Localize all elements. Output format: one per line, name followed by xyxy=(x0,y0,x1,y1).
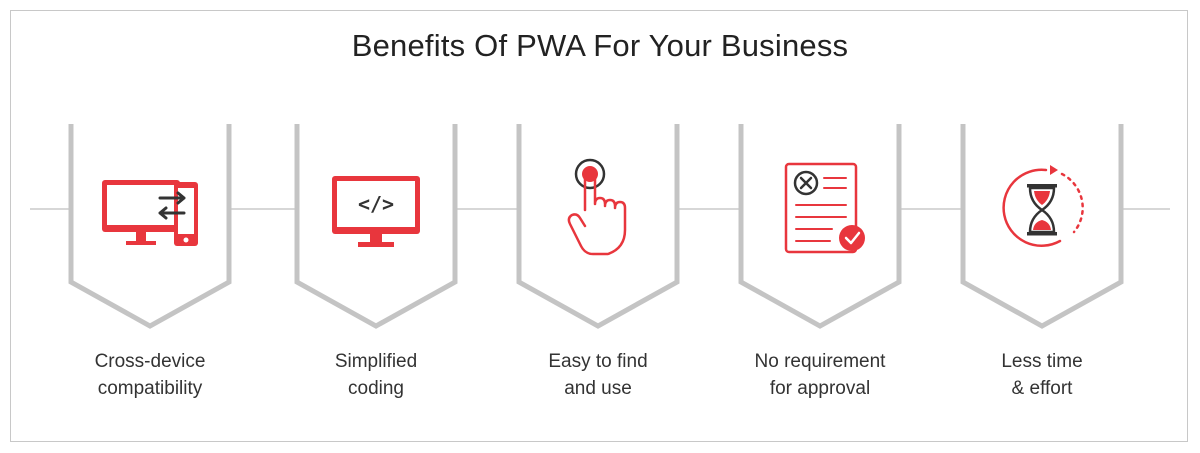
benefit-label-line: Easy to find xyxy=(548,351,648,372)
benefit-label-line: No requirement xyxy=(754,351,886,372)
benefit-badge-easy-to-find xyxy=(516,124,680,330)
benefit-label-line: Simplified xyxy=(334,351,418,372)
approval-document-icon xyxy=(784,162,865,254)
benefit-label-line: compatibility xyxy=(97,378,203,399)
benefit-label-line: coding xyxy=(348,378,404,399)
benefit-label-line: Cross-device xyxy=(94,351,206,372)
benefit-label-no-approval: No requirement for approval xyxy=(710,348,930,402)
tap-hand-icon xyxy=(567,158,627,256)
benefit-label-less-time: Less time & effort xyxy=(932,348,1152,402)
benefit-badge-cross-device xyxy=(68,124,232,330)
benefit-badge-simplified-coding: </> xyxy=(294,124,458,330)
benefit-label-line: and use xyxy=(564,378,632,399)
device-sync-icon xyxy=(102,180,198,246)
page-title: Benefits Of PWA For Your Business xyxy=(351,28,849,63)
benefit-badge-less-time xyxy=(960,124,1124,330)
benefit-label-line: & effort xyxy=(1011,378,1073,399)
benefit-label-easy-to-find: Easy to find and use xyxy=(488,348,708,402)
hourglass-timer-icon xyxy=(1002,165,1084,247)
benefit-label-cross-device: Cross-device compatibility xyxy=(40,348,260,402)
code-glyph: </> xyxy=(358,192,394,216)
benefit-badge-no-approval xyxy=(738,124,902,330)
code-monitor-icon: </> xyxy=(332,176,420,247)
benefit-label-line: Less time xyxy=(1001,351,1083,372)
benefit-label-line: for approval xyxy=(769,378,871,399)
benefit-label-simplified-coding: Simplified coding xyxy=(266,348,486,402)
